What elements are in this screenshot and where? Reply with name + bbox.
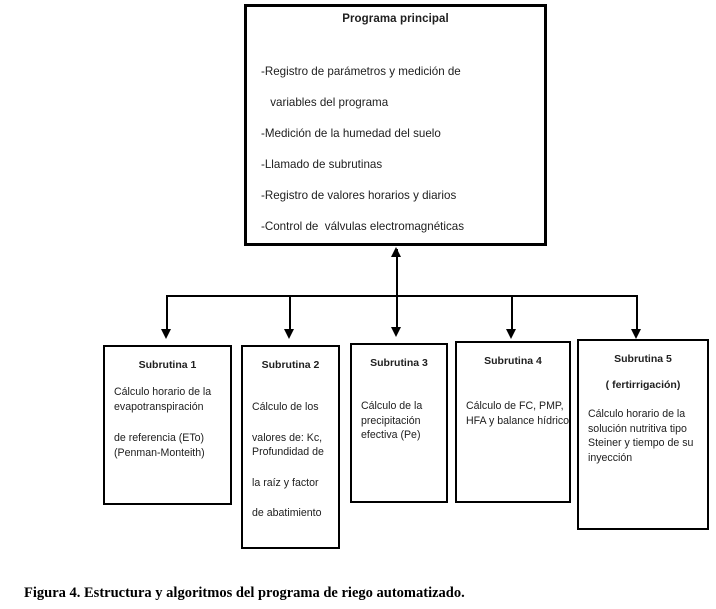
subrutina-2-box: Subrutina 2 Cálculo de los valores de: K… bbox=[241, 345, 340, 549]
main-program-line-1: -Registro de parámetros y medición de bbox=[261, 65, 461, 78]
figure-caption-text: Estructura y algoritmos del programa de … bbox=[80, 585, 465, 601]
main-program-line-3: -Medición de la humedad del suelo bbox=[261, 127, 441, 140]
subrutina-2-line-4: la raíz y factor bbox=[252, 476, 319, 489]
arrow-down-icon-to-subrutina-1 bbox=[161, 329, 171, 339]
subrutina-1-line-1: Cálculo horario de la bbox=[114, 386, 212, 398]
main-program-box: Programa principal -Registro de parámetr… bbox=[244, 4, 547, 246]
subrutina-1-line-3: de referencia (ETo) bbox=[114, 432, 205, 444]
subrutina-5-title: Subrutina 5 bbox=[614, 353, 672, 365]
arrow-up-icon-to-main-program bbox=[391, 247, 401, 257]
subrutina-1-line-2: evapotranspiración bbox=[114, 400, 204, 413]
arrow-down-icon-to-subrutina-2 bbox=[284, 329, 294, 339]
subrutina-5-box: Subrutina 5 ( fertirrigación) Cálculo ho… bbox=[577, 339, 709, 530]
main-program-line-6: -Control de válvulas electromagnéticas bbox=[261, 220, 464, 233]
main-program-title: Programa principal bbox=[342, 13, 449, 25]
subrutina-4-box: Subrutina 4 Cálculo de FC, PMP, HFA y ba… bbox=[455, 341, 571, 503]
subrutina-2-body: Cálculo de los valores de: Kc, Profundid… bbox=[252, 400, 332, 537]
subrutina-1-line-4: (Penman-Monteith) bbox=[114, 446, 205, 459]
subrutina-1-box: Subrutina 1 Cálculo horario de la evapot… bbox=[103, 345, 232, 505]
connector-stem-subrutina-5 bbox=[636, 295, 638, 330]
subrutina-1-title: Subrutina 1 bbox=[138, 359, 197, 371]
subrutina-5-body: Cálculo horario de la solución nutritiva… bbox=[588, 407, 701, 465]
subrutina-2-line-3: Profundidad de bbox=[252, 446, 324, 458]
figure-caption-label: Figura 4. bbox=[24, 585, 81, 601]
subrutina-1-body: Cálculo horario de la evapotranspiración… bbox=[114, 385, 224, 460]
subrutina-5-subtitle: ( fertirrigación) bbox=[605, 379, 681, 391]
subrutina-2-line-1: Cálculo de los bbox=[252, 401, 319, 413]
subrutina-5-line-2: solución nutritiva tipo bbox=[588, 422, 687, 435]
subrutina-5-line-3: Steiner y tiempo de su bbox=[588, 437, 694, 449]
main-to-bus-connector-stem bbox=[396, 249, 398, 328]
arrow-down-icon-to-subrutina-5 bbox=[631, 329, 641, 339]
subrutina-3-line-2: precipitación bbox=[361, 414, 421, 427]
subrutina-5-line-4: inyección bbox=[588, 451, 633, 464]
subrutina-4-body: Cálculo de FC, PMP, HFA y balance hídric… bbox=[466, 399, 570, 428]
subrutina-2-line-5: de abatimiento bbox=[252, 507, 322, 519]
subrutina-3-title: Subrutina 3 bbox=[370, 357, 428, 369]
connector-stem-subrutina-4 bbox=[511, 295, 513, 330]
main-program-line-5: -Registro de valores horarios y diarios bbox=[261, 189, 457, 202]
subrutina-2-line-2: valores de: Kc, bbox=[252, 431, 323, 444]
subrutina-4-title: Subrutina 4 bbox=[484, 355, 542, 367]
main-program-line-4: -Llamado de subrutinas bbox=[261, 158, 383, 171]
subrutina-3-line-1: Cálculo de la bbox=[361, 400, 423, 412]
horizontal-bus-line bbox=[167, 295, 638, 297]
arrow-down-icon-to-subrutina-4 bbox=[506, 329, 516, 339]
subrutina-3-body: Cálculo de la precipitación efectiva (Pe… bbox=[361, 399, 440, 443]
subrutina-4-line-2: HFA y balance hídrico bbox=[466, 414, 570, 427]
main-program-line-2: variables del programa bbox=[267, 96, 389, 109]
connector-stem-subrutina-1 bbox=[166, 295, 168, 330]
arrow-down-icon-to-subrutina-3 bbox=[391, 327, 401, 337]
subrutina-2-title: Subrutina 2 bbox=[261, 359, 320, 371]
connector-stem-subrutina-2 bbox=[289, 295, 291, 330]
subrutina-4-line-1: Cálculo de FC, PMP, bbox=[466, 400, 564, 412]
subrutina-3-box: Subrutina 3 Cálculo de la precipitación … bbox=[350, 343, 448, 503]
subrutina-5-line-1: Cálculo horario de la bbox=[588, 408, 686, 420]
figure-caption: Figura 4. Estructura y algoritmos del pr… bbox=[24, 585, 465, 602]
subrutina-3-line-3: efectiva (Pe) bbox=[361, 429, 421, 441]
main-program-function-list: -Registro de parámetros y medición de va… bbox=[261, 65, 538, 251]
